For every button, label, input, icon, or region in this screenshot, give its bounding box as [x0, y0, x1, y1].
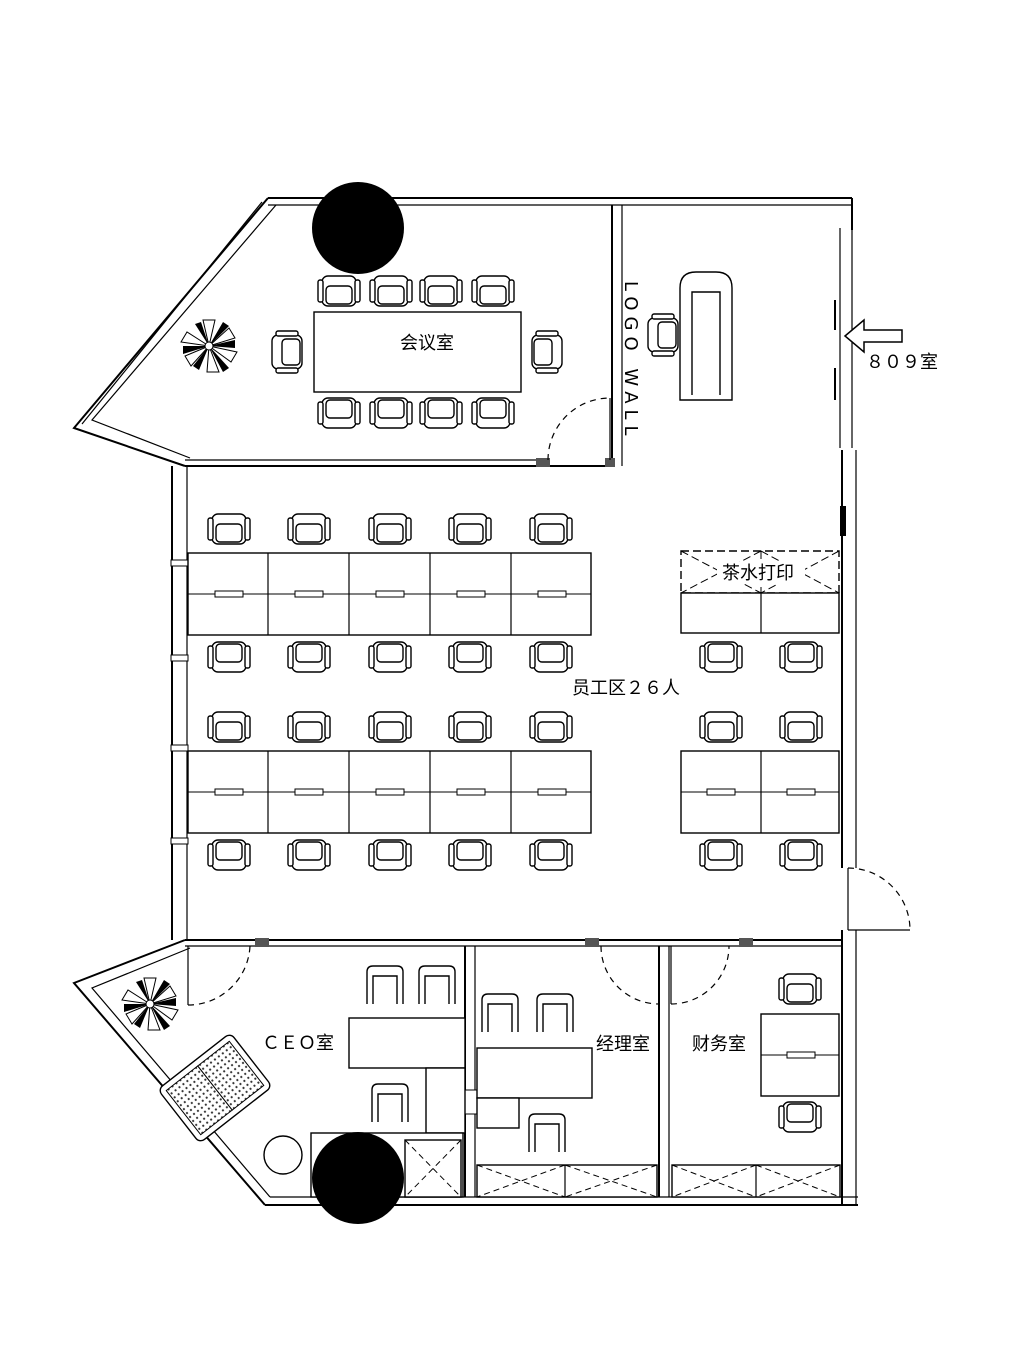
chairs-row-1 [207, 513, 573, 545]
chairs-row-3 [207, 711, 573, 743]
room-809-label: ８０９室 [866, 352, 938, 373]
staff-area-label: 员工区２６人 [572, 678, 680, 699]
desk-block-2 [187, 750, 592, 834]
meeting-room-label: 会议室 [400, 333, 454, 354]
logo-wall-label: LOGO WALL [620, 281, 641, 442]
plant-icon [180, 319, 238, 373]
manager-room-label: 经理室 [596, 1034, 650, 1055]
chairs-row-2 [207, 641, 573, 673]
manager-room: 经理室 [476, 945, 660, 1198]
ceo-room: ＣＥＯ室 [121, 945, 466, 1224]
column [312, 1132, 404, 1224]
column [312, 182, 404, 274]
chairs-right-1 [699, 641, 823, 673]
meeting-room: 会议室 [180, 182, 623, 467]
bottom-offices: ＣＥＯ室 经理室 [121, 938, 842, 1224]
chairs-row-4 [207, 839, 573, 871]
staff-area: 茶水打印 员工区２６人 [170, 513, 911, 931]
pantry-print-area: 茶水打印 [680, 550, 840, 634]
finance-room: 财务室 [670, 945, 841, 1198]
entrance-arrow-icon [843, 318, 903, 354]
plant-icon [121, 977, 179, 1031]
meeting-table [313, 311, 522, 393]
finance-room-label: 财务室 [692, 1034, 746, 1055]
reception: LOGO WALL ８０９室 [620, 271, 938, 442]
desk-block-1 [187, 552, 592, 636]
desk-block-3 [680, 750, 840, 834]
pantry-print-label: 茶水打印 [722, 563, 794, 584]
ceo-room-label: ＣＥＯ室 [262, 1033, 334, 1054]
